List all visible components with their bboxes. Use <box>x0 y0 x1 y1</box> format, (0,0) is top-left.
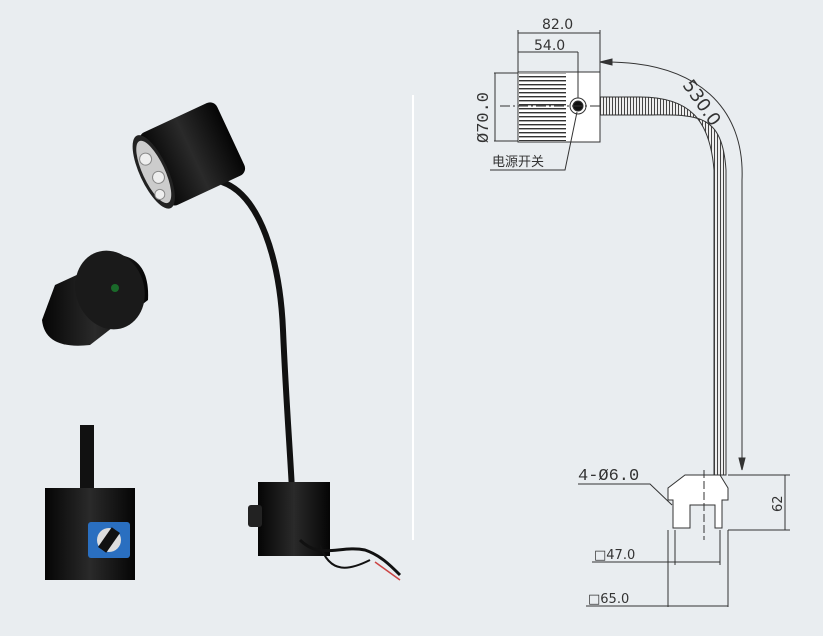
dim-holes: 4-Ø6.0 <box>578 467 639 486</box>
lamp-head <box>132 102 246 209</box>
magnet-base-small <box>45 425 135 580</box>
dim-base-outer: □65.0 <box>588 592 629 607</box>
dim-width-total: 82.0 <box>542 17 573 33</box>
base-drawing <box>667 474 729 529</box>
head-fins <box>519 73 566 141</box>
dim-base-inner: □47.0 <box>594 548 635 563</box>
switch-label: 电源开关 <box>492 155 544 170</box>
technical-drawing <box>490 30 790 607</box>
dim-diameter: Ø70.0 <box>475 92 494 143</box>
dim-width-switch: 54.0 <box>534 38 565 54</box>
lamp-photo <box>42 102 402 581</box>
dim-base-height: 62 <box>771 495 786 512</box>
power-cable <box>298 538 402 577</box>
lamp-head-rear-view <box>42 250 149 346</box>
gooseneck-drawing <box>599 96 727 476</box>
magnet-base-large <box>248 482 402 581</box>
gooseneck-arm <box>220 179 295 491</box>
